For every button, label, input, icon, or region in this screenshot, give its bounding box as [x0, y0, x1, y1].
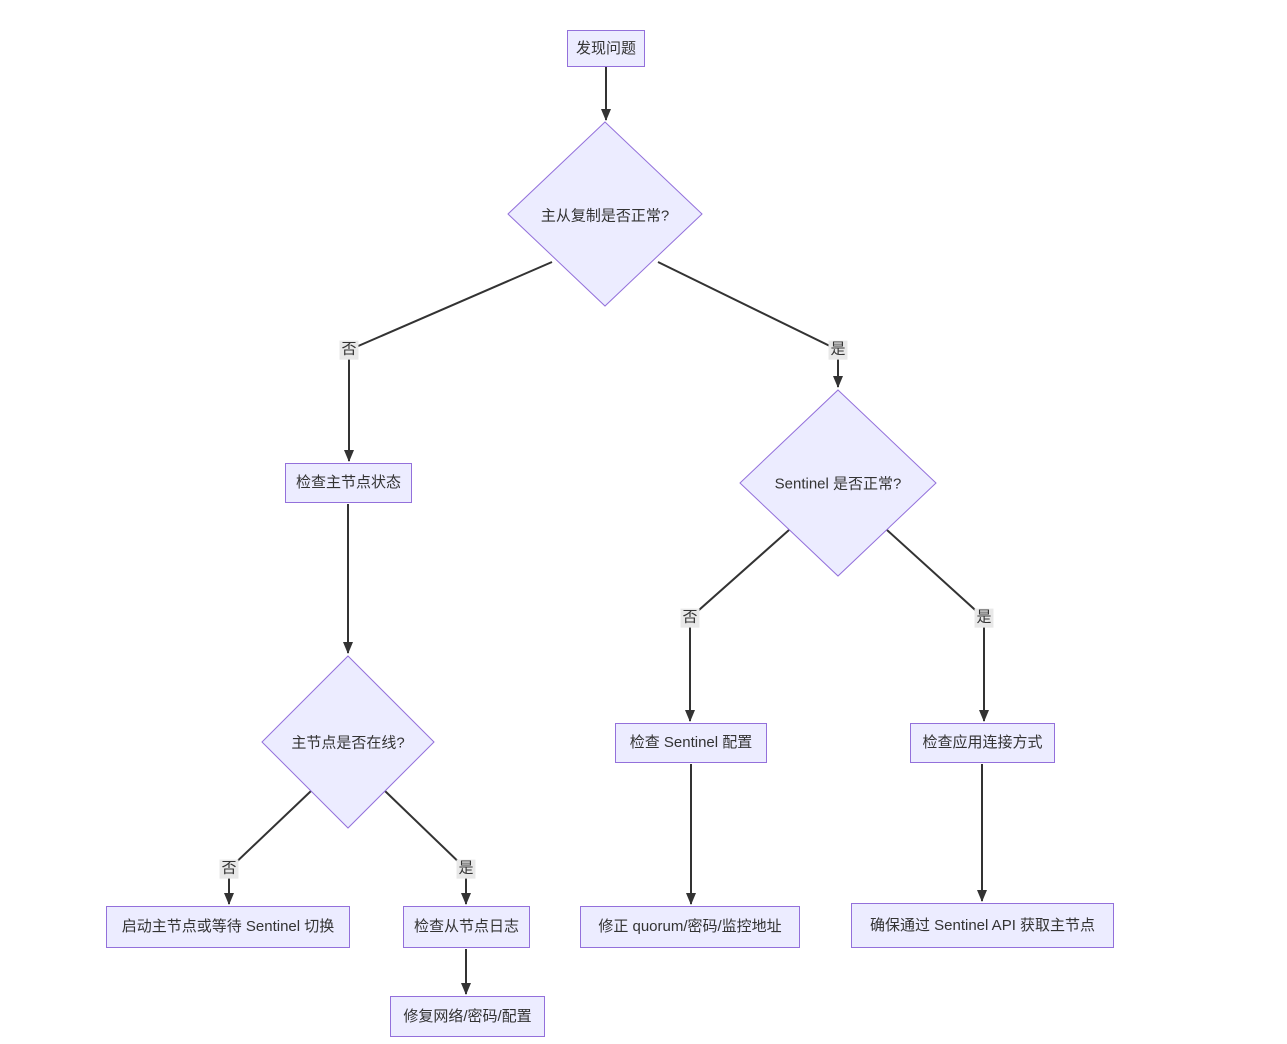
node-discover-problem: 发现问题 — [567, 30, 645, 67]
node-check-master-status: 检查主节点状态 — [285, 463, 412, 503]
node-check-slave-logs: 检查从节点日志 — [403, 906, 530, 948]
node-label: 检查主节点状态 — [295, 474, 401, 491]
edge-label-yes: 是 — [974, 608, 994, 628]
edge-label-no: 否 — [219, 859, 239, 879]
edge-label-yes: 是 — [456, 859, 476, 879]
node-label: 修正 quorum/密码/监控地址 — [598, 918, 782, 935]
decision-sentinel-normal-label: Sentinel 是否正常? — [774, 475, 902, 493]
node-check-app-connection: 检查应用连接方式 — [910, 723, 1055, 763]
edge-online-yes-slave-logs — [384, 790, 471, 905]
decision-replication-normal-label: 主从复制是否正常? — [540, 207, 670, 225]
edge-sentinel-yes-check-app — [886, 529, 989, 722]
edge-replication-no-check-master — [344, 261, 553, 462]
node-ensure-sentinel-api: 确保通过 Sentinel API 获取主节点 — [851, 903, 1114, 948]
edge-replication-yes-sentinel — [657, 261, 843, 388]
decision-replication-normal-shape — [507, 121, 703, 307]
node-label: 发现问题 — [575, 39, 636, 57]
node-start-master-or-wait-sentinel: 启动主节点或等待 Sentinel 切换 — [106, 906, 350, 948]
node-label: 确保通过 Sentinel API 获取主节点 — [869, 916, 1096, 934]
decision-master-online-shape — [261, 655, 435, 829]
decision-sentinel-normal-shape — [739, 389, 937, 577]
node-fix-network-password-config: 修复网络/密码/配置 — [390, 996, 545, 1037]
node-label: 修复网络/密码/配置 — [403, 1007, 532, 1025]
edge-label-yes: 是 — [828, 340, 848, 360]
node-fix-quorum-password-monitor: 修正 quorum/密码/监控地址 — [580, 906, 800, 948]
decision-master-online-label: 主节点是否在线? — [291, 734, 405, 752]
node-label: 检查 Sentinel 配置 — [629, 734, 753, 751]
edge-label-no: 否 — [680, 608, 700, 628]
edge-online-no-start-master — [224, 790, 312, 905]
edge-label-no: 否 — [339, 340, 359, 360]
edge-sentinel-no-check-config — [685, 529, 790, 722]
node-label: 检查从节点日志 — [413, 918, 519, 935]
node-label: 启动主节点或等待 Sentinel 切换 — [121, 918, 335, 935]
node-check-sentinel-config: 检查 Sentinel 配置 — [615, 723, 767, 763]
node-label: 检查应用连接方式 — [922, 734, 1043, 751]
